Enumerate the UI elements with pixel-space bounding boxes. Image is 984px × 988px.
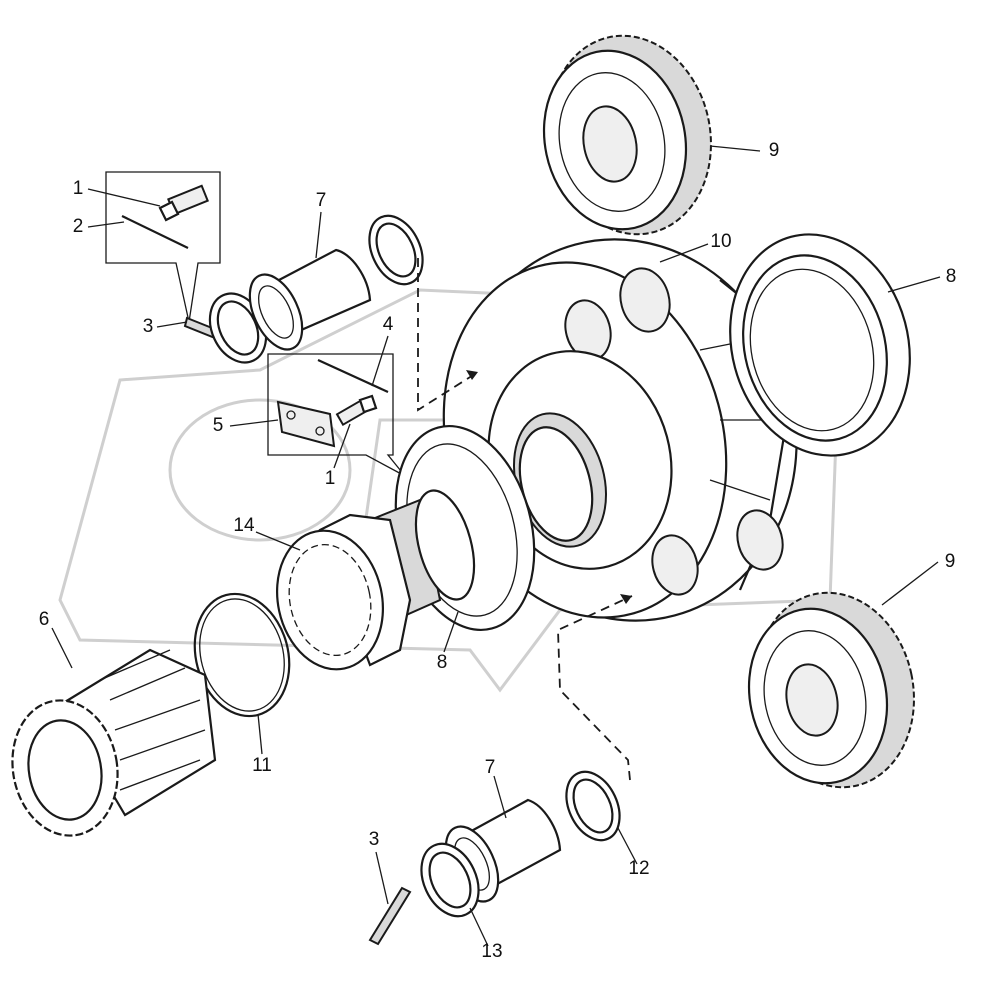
pin-2 <box>121 215 189 249</box>
callout-11: 11 <box>252 755 272 776</box>
callout-3-upper: 3 <box>143 316 154 337</box>
lock-plate-3-lower <box>368 886 412 946</box>
detail-box-plate-bolt <box>267 353 406 477</box>
detail-box-bolt-pin <box>105 171 221 323</box>
callout-9-upper: 9 <box>769 140 780 161</box>
planet-gear-9-lower <box>747 591 915 789</box>
callout-14: 14 <box>233 515 255 536</box>
arrow-head-lower <box>620 594 632 604</box>
callout-3-lower: 3 <box>369 829 380 850</box>
callout-8-left: 8 <box>437 652 448 673</box>
arrow-head-upper <box>466 370 478 380</box>
thrust-washer-12-lower <box>565 770 621 842</box>
assembly-dashed-lines <box>417 258 633 781</box>
callout-12: 12 <box>628 858 649 879</box>
callout-4: 4 <box>383 314 394 335</box>
pin-4 <box>317 358 389 394</box>
callout-7-lower: 7 <box>485 757 496 778</box>
bearing-8-right <box>729 233 911 457</box>
callout-8-right: 8 <box>946 266 957 287</box>
callout-labels: 1 2 3 7 4 5 1 14 6 11 8 9 10 8 9 7 12 3 … <box>39 140 957 962</box>
callout-1-upper: 1 <box>73 178 84 199</box>
thrust-washer-13-lower <box>420 842 480 918</box>
callout-1-middle: 1 <box>325 468 336 489</box>
planet-gear-9-upper <box>542 34 712 236</box>
thrust-washer-12-upper <box>368 214 424 286</box>
callout-5: 5 <box>213 415 224 436</box>
planet-pin-7-upper <box>248 248 372 351</box>
callout-6: 6 <box>39 609 50 630</box>
spline-sleeve-6 <box>11 648 217 837</box>
bolt-1-middle <box>335 394 378 427</box>
callout-9-lower: 9 <box>945 551 956 572</box>
callout-2: 2 <box>73 216 84 237</box>
callout-10: 10 <box>710 231 731 252</box>
watermark-logo <box>58 288 842 693</box>
lock-plate-5 <box>276 400 336 448</box>
leader-lines <box>51 145 941 947</box>
callout-7-upper: 7 <box>316 190 327 211</box>
bolt-1-upper <box>158 184 209 222</box>
coupling-hub-14 <box>275 513 412 671</box>
callout-13: 13 <box>481 941 502 962</box>
